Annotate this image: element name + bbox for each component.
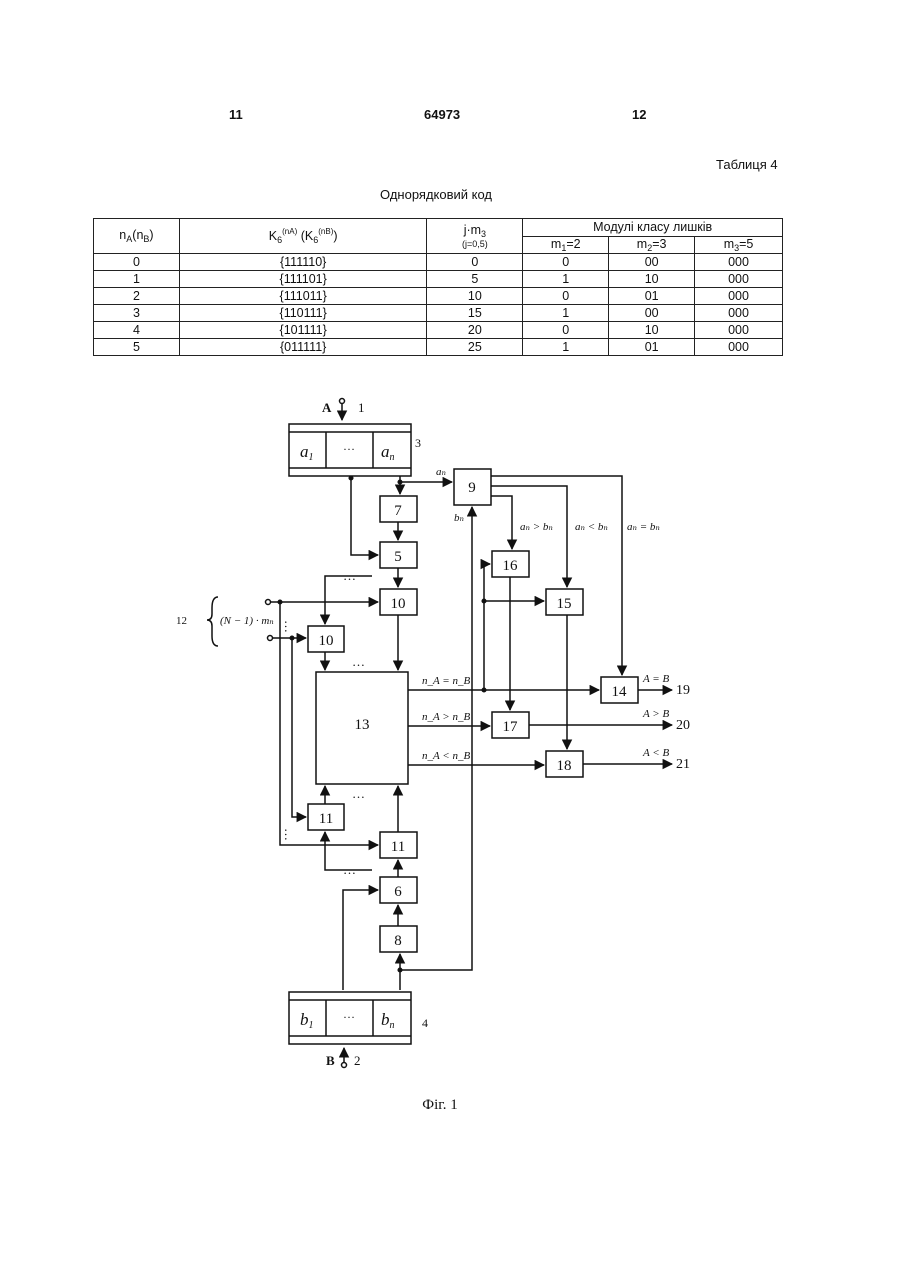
svg-text:…: …: [343, 1007, 355, 1021]
svg-text:…: …: [352, 786, 365, 801]
block-6-label: 6: [394, 884, 402, 900]
label-out-gt: A > B: [642, 708, 669, 720]
output-20: 20: [676, 718, 690, 733]
block-15-label: 15: [557, 596, 572, 612]
output-21: 21: [676, 757, 690, 772]
svg-text:…: …: [343, 862, 356, 877]
block-17-label: 17: [503, 719, 519, 735]
output-19: 19: [676, 683, 690, 698]
block-10-right-label: 10: [391, 596, 406, 612]
register-a: a1 … an 3: [289, 424, 421, 476]
block-10-left-label: 10: [319, 633, 334, 649]
figure-caption: Фіг. 1: [422, 1097, 457, 1113]
block-13-label: 13: [355, 717, 370, 733]
block-18-label: 18: [557, 758, 572, 774]
register-b: b1 … bn 4: [289, 992, 428, 1044]
svg-text:a1: a1: [300, 442, 314, 463]
svg-text:…: …: [282, 620, 297, 633]
input-a-label: A: [322, 400, 332, 415]
block-11-right-label: 11: [391, 839, 405, 855]
block-5-label: 5: [394, 549, 402, 565]
label-n-lt: n_A < n_B: [422, 750, 470, 762]
block-9-label: 9: [468, 480, 476, 496]
input-a-number: 1: [358, 400, 365, 415]
svg-text:bn: bn: [381, 1010, 395, 1031]
input-a-terminal: A 1: [322, 399, 365, 421]
svg-text:b1: b1: [300, 1010, 314, 1031]
block-8-label: 8: [394, 933, 402, 949]
label-an: aₙ: [436, 466, 446, 478]
register-a-number: 3: [415, 436, 421, 450]
svg-text:…: …: [282, 828, 297, 841]
input-b-label: B: [326, 1053, 335, 1068]
svg-text:…: …: [343, 568, 356, 583]
label-out-lt: A < B: [642, 747, 669, 759]
label-n-gt: n_A > n_B: [422, 711, 470, 723]
block-11-left-label: 11: [319, 811, 333, 827]
register-b-number: 4: [422, 1016, 428, 1030]
svg-text:…: …: [343, 439, 355, 453]
label-cmp-gt: aₙ > bₙ: [520, 521, 553, 533]
svg-text:…: …: [352, 654, 365, 669]
input-b-number: 2: [354, 1053, 361, 1068]
block-16-label: 16: [503, 558, 519, 574]
block-7-label: 7: [394, 503, 402, 519]
input-b-terminal: B 2: [326, 1048, 361, 1068]
label-cmp-lt: aₙ < bₙ: [575, 521, 608, 533]
bus-12-expr: (N − 1) · mₙ: [220, 615, 274, 627]
label-bn: bₙ: [454, 512, 464, 524]
svg-text:an: an: [381, 442, 395, 463]
label-cmp-eq: aₙ = bₙ: [627, 521, 660, 533]
bus-12-label: 12: [176, 615, 187, 627]
block-14-label: 14: [612, 684, 628, 700]
label-n-eq: n_A = n_B: [422, 675, 470, 687]
label-out-eq: A = B: [642, 673, 669, 685]
